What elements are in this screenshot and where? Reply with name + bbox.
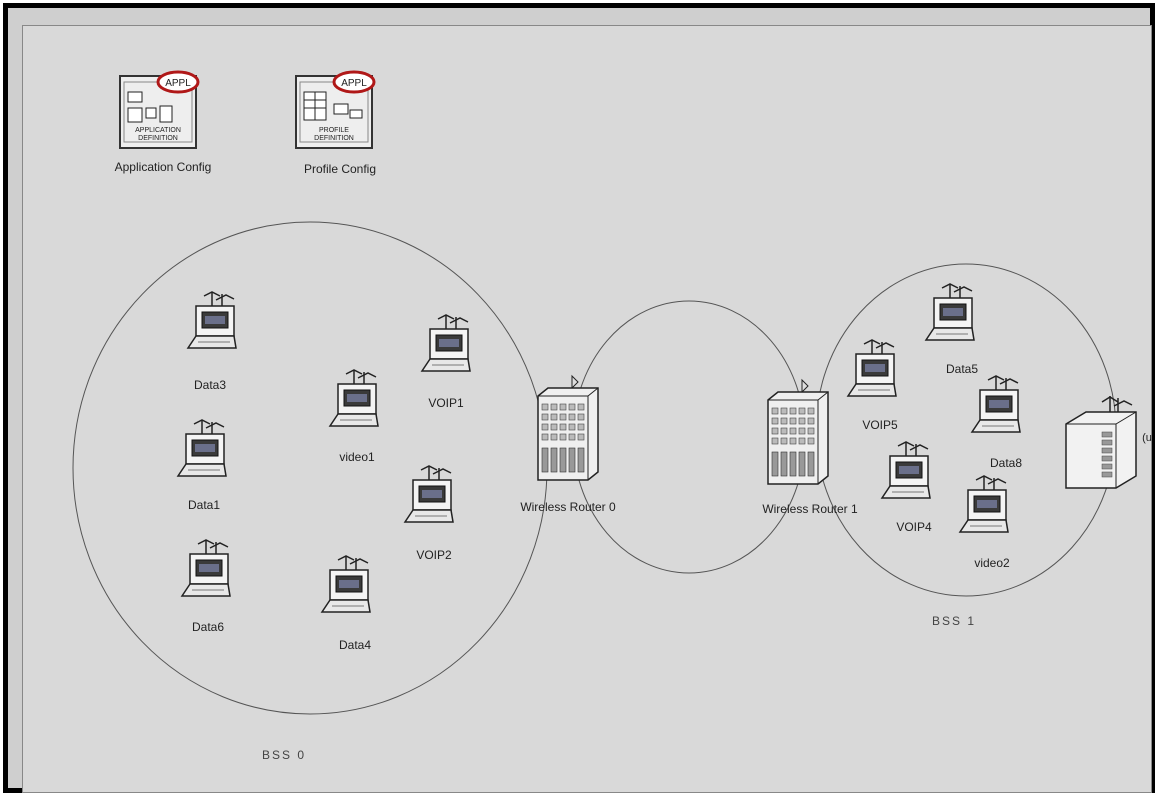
wireless-router-0-label: Wireless Router 0 (520, 500, 615, 514)
station-label: Data6 (192, 620, 224, 634)
wireless-station-laptop-icon[interactable] (405, 466, 453, 522)
profile-definition-icon: APPL PROFILE DEFINITION (294, 70, 378, 154)
icon-text-line1: PROFILE (319, 127, 349, 134)
icon-text-line2: DEFINITION (138, 135, 178, 142)
wireless-station-laptop-icon[interactable] (972, 376, 1020, 432)
station-label: video1 (339, 450, 374, 464)
profile-config-node[interactable]: APPL PROFILE DEFINITION (294, 70, 378, 159)
station-label: Data1 (188, 498, 220, 512)
station-label: Data5 (946, 362, 978, 376)
wireless-station-laptop-icon[interactable] (188, 292, 236, 348)
appl-badge: APPL (165, 78, 191, 89)
application-config-node[interactable]: APPL APPLICATION DEFINITION (118, 70, 202, 159)
wireless-router-1-label: Wireless Router 1 (762, 502, 857, 516)
station-label: VOIP2 (416, 548, 451, 562)
wireless-station-laptop-icon[interactable] (422, 315, 470, 371)
bss-0-label: BSS 0 (262, 748, 306, 762)
station-label: Data8 (990, 456, 1022, 470)
server-icon[interactable] (1066, 396, 1136, 488)
server-label: (u (1142, 432, 1152, 444)
icon-text-line2: DEFINITION (314, 135, 354, 142)
station-label: Data4 (339, 638, 371, 652)
wireless-station-laptop-icon[interactable] (322, 556, 370, 612)
bss-0-coverage-circle (73, 222, 547, 714)
application-definition-icon: APPL APPLICATION DEFINITION (118, 70, 202, 154)
station-label: VOIP4 (896, 520, 931, 534)
wireless-router-icon[interactable] (538, 376, 598, 480)
wireless-station-laptop-icon[interactable] (182, 540, 230, 596)
application-config-label: Application Config (115, 160, 212, 174)
appl-badge: APPL (341, 78, 367, 89)
wireless-station-laptop-icon[interactable] (178, 420, 226, 476)
profile-config-label: Profile Config (304, 162, 376, 176)
wireless-router-icon[interactable] (768, 380, 828, 484)
station-label: VOIP5 (862, 418, 897, 432)
wireless-station-laptop-icon[interactable] (882, 442, 930, 498)
wireless-station-laptop-icon[interactable] (960, 476, 1008, 532)
icon-text-line1: APPLICATION (135, 127, 181, 134)
station-label: VOIP1 (428, 396, 463, 410)
station-label: video2 (974, 556, 1009, 570)
station-label: Data3 (194, 378, 226, 392)
wireless-station-laptop-icon[interactable] (848, 340, 896, 396)
wireless-station-laptop-icon[interactable] (926, 284, 974, 340)
wireless-station-laptop-icon[interactable] (330, 370, 378, 426)
bss-1-label: BSS 1 (932, 614, 976, 628)
